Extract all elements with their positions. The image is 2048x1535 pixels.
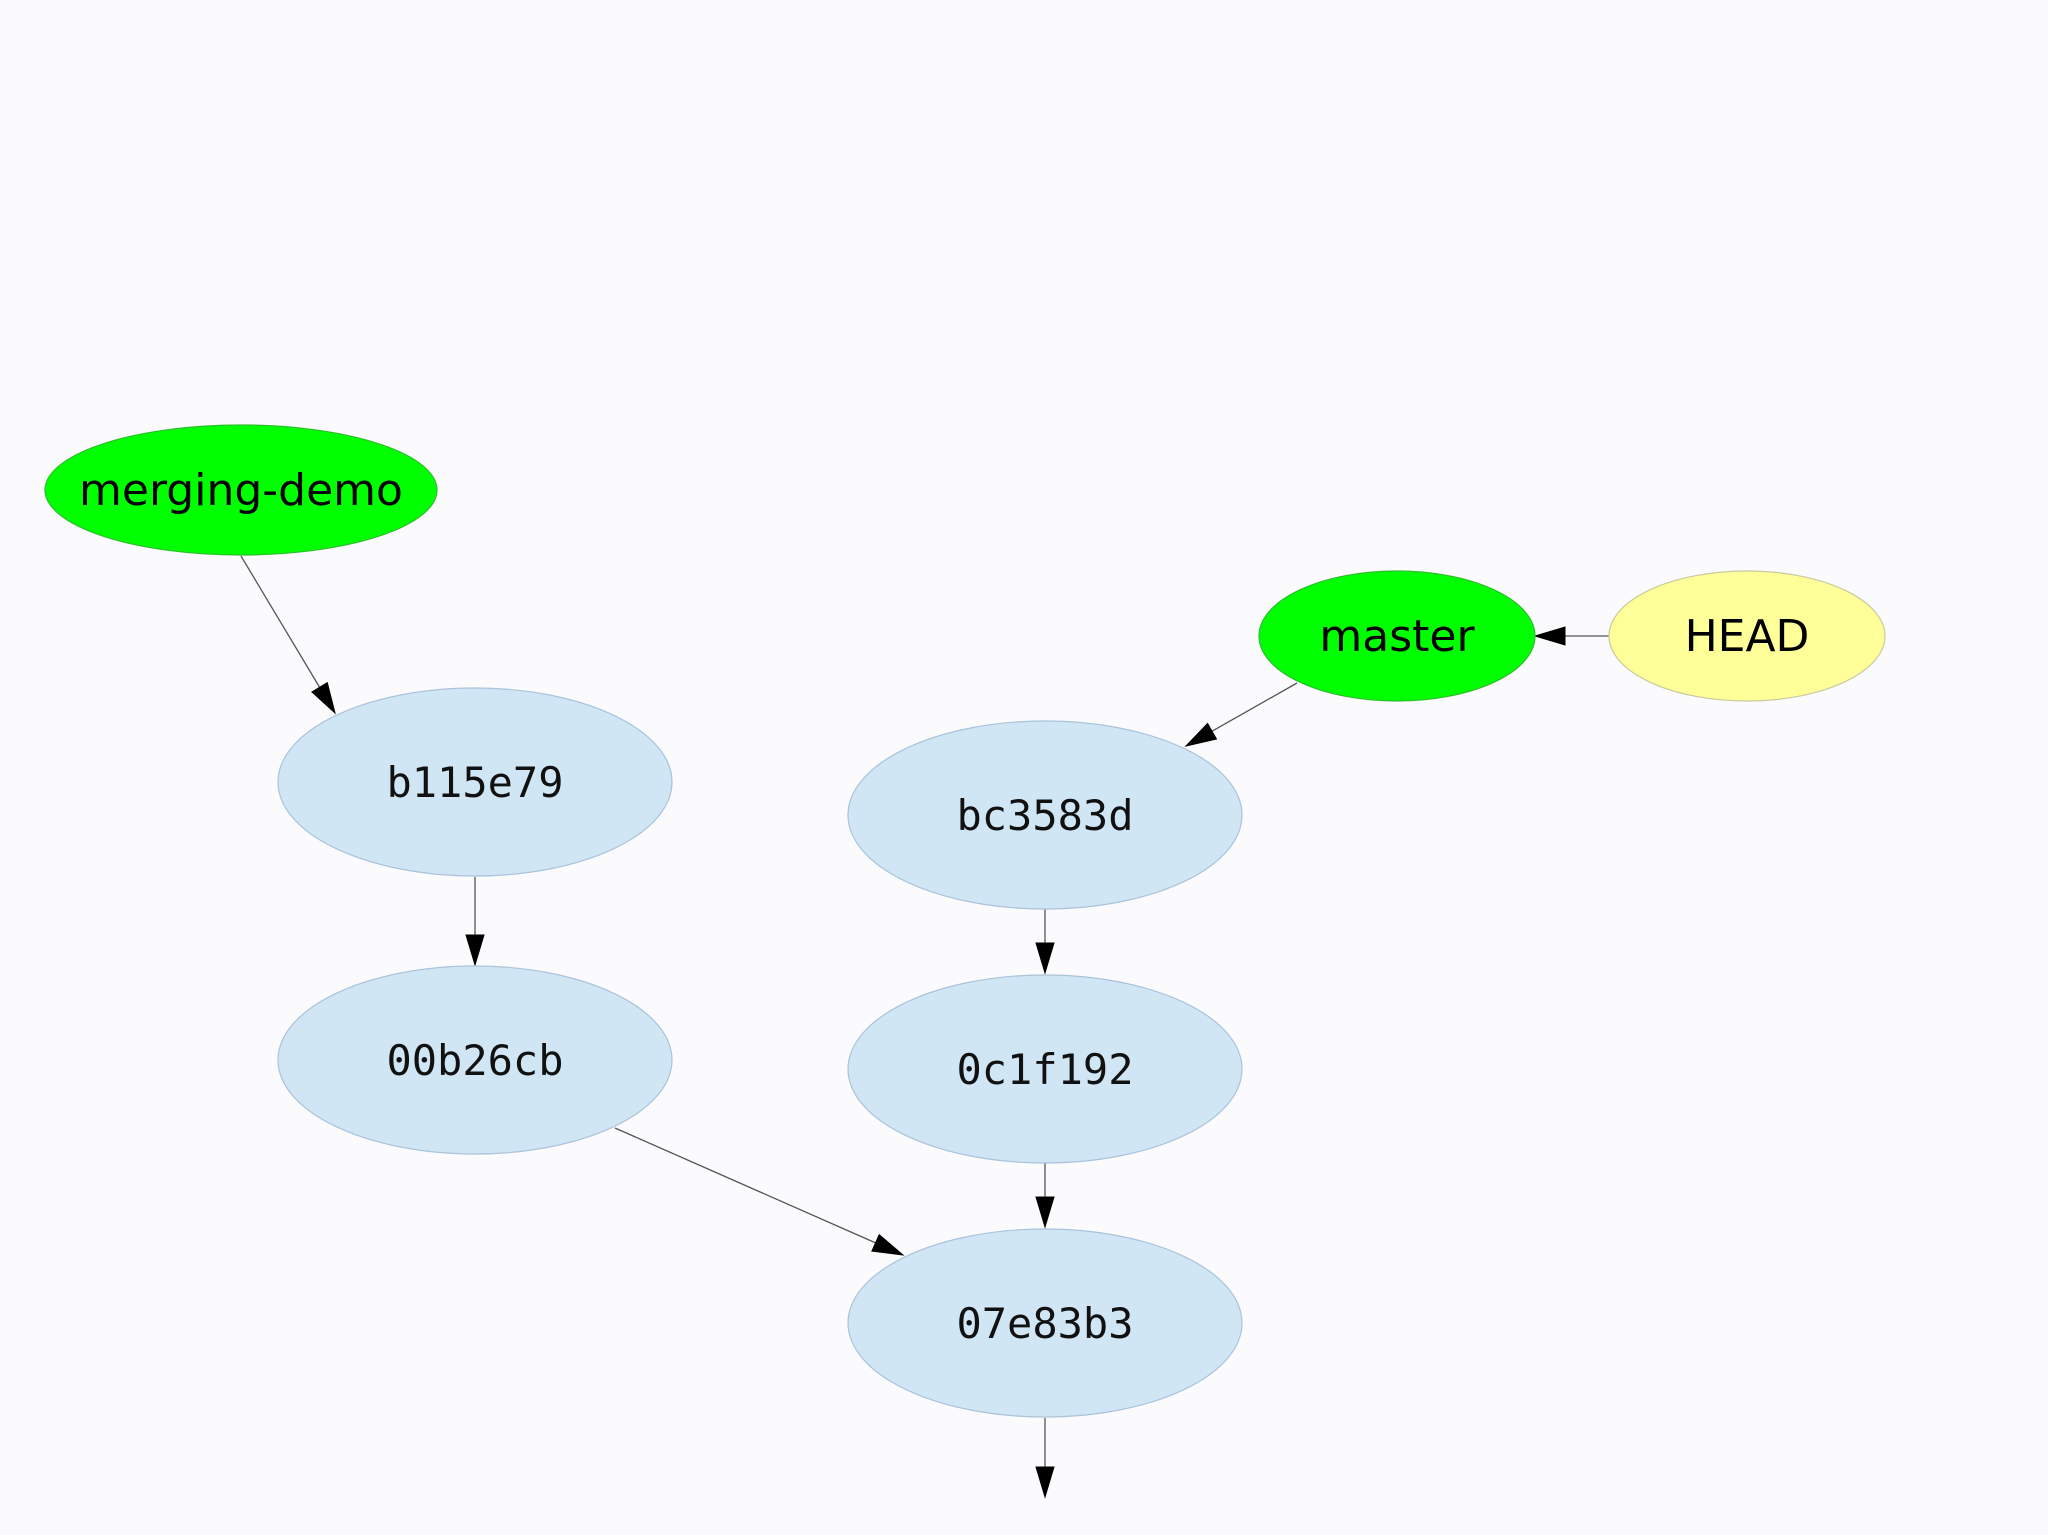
- edge-b115e79-to-00b26cb: [465, 877, 485, 967]
- commit-node-bc3583d: bc3583d: [847, 720, 1243, 910]
- edge-b115e79-to-00b26cb-arrowhead: [465, 934, 485, 967]
- head-node-label: HEAD: [1685, 611, 1810, 662]
- head-node-ellipse: [1608, 570, 1886, 702]
- commit-node-label: 07e83b3: [956, 1299, 1133, 1348]
- commit-node-b115e79: b115e79: [277, 687, 673, 877]
- edge-07e83b3-to-parent: [1035, 1418, 1055, 1499]
- edge-00b26cb-to-07e83b3-line: [614, 1127, 876, 1244]
- edge-bc3583d-to-0c1f192: [1035, 909, 1055, 975]
- commit-node-label: b115e79: [386, 758, 563, 807]
- edge-00b26cb-to-07e83b3: [614, 1127, 905, 1256]
- commit-node-label: 0c1f192: [956, 1045, 1133, 1094]
- commit-node-07e83b3: 07e83b3: [847, 1228, 1243, 1418]
- edge-HEAD-to-master-arrowhead: [1533, 626, 1566, 646]
- commit-node-ellipse: [277, 687, 673, 877]
- edge-merging-demo-to-b115e79: [240, 555, 336, 715]
- commit-node-ellipse: [847, 1228, 1243, 1418]
- branch-node-label: merging-demo: [79, 465, 403, 516]
- branch-node-ellipse: [1258, 570, 1536, 702]
- commit-node-0c1f192: 0c1f192: [847, 974, 1243, 1164]
- edge-master-to-bc3583d-line: [1211, 682, 1298, 732]
- edge-0c1f192-to-07e83b3: [1035, 1163, 1055, 1229]
- commit-node-00b26cb: 00b26cb: [277, 965, 673, 1155]
- edge-merging-demo-to-b115e79-line: [240, 555, 321, 688]
- edge-bc3583d-to-0c1f192-arrowhead: [1035, 942, 1055, 975]
- branch-node-master: master: [1258, 570, 1536, 702]
- edge-master-to-bc3583d: [1184, 682, 1298, 747]
- branch-node-merging-demo: merging-demo: [44, 424, 438, 556]
- edge-0c1f192-to-07e83b3-arrowhead: [1035, 1196, 1055, 1229]
- branch-node-ellipse: [44, 424, 438, 556]
- edge-00b26cb-to-07e83b3-arrowhead: [871, 1233, 905, 1256]
- commit-node-ellipse: [277, 965, 673, 1155]
- edge-master-to-bc3583d-arrowhead: [1184, 722, 1218, 747]
- edge-merging-demo-to-b115e79-arrowhead: [311, 681, 336, 715]
- head-node-HEAD: HEAD: [1608, 570, 1886, 702]
- branch-node-label: master: [1319, 611, 1475, 662]
- edges-layer: [240, 555, 1609, 1499]
- edge-HEAD-to-master: [1533, 626, 1609, 646]
- nodes-layer: merging-demo master HEAD b115e79 00b26cb bc35…: [44, 424, 1886, 1418]
- edge-07e83b3-to-parent-arrowhead: [1035, 1466, 1055, 1499]
- commit-node-ellipse: [847, 974, 1243, 1164]
- commit-node-ellipse: [847, 720, 1243, 910]
- commit-node-label: bc3583d: [956, 791, 1133, 840]
- commit-node-label: 00b26cb: [386, 1036, 563, 1085]
